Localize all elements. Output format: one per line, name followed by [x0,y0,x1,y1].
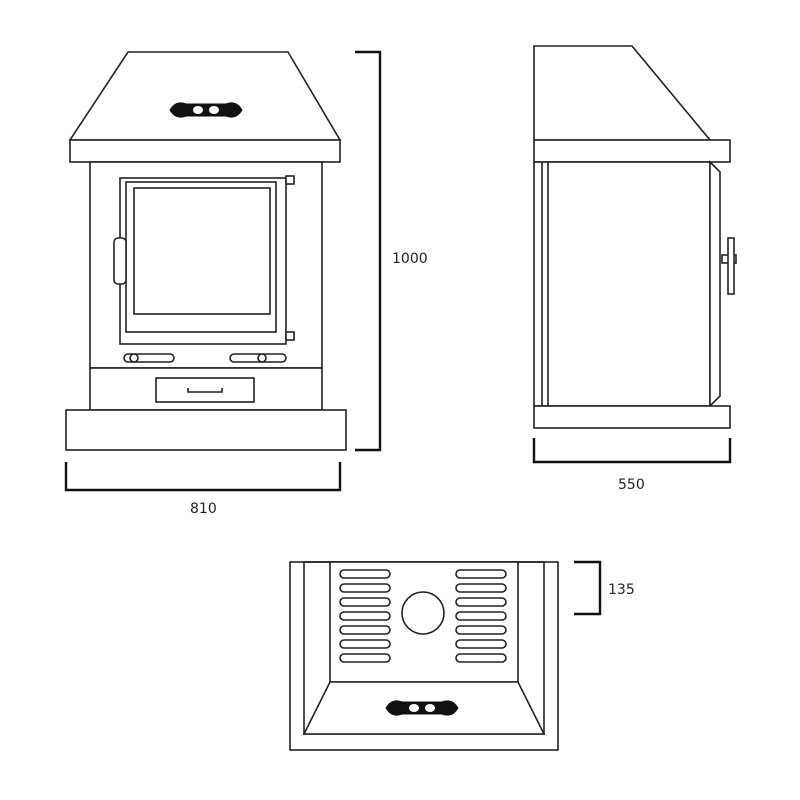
air-control-left [123,353,175,363]
door-hinge-bottom [285,331,295,341]
hood-ornament-icon [169,102,243,118]
door-handle [113,237,127,285]
flue-outlet [401,591,445,635]
top-hood-ornament-icon [385,700,459,716]
front-plinth [65,409,347,451]
side-handle-grip [727,237,735,295]
front-view: 1000 810 [64,50,428,517]
width-dimension-bracket [64,462,342,492]
vent-slots-left [339,569,391,663]
side-view: 550 [532,45,737,493]
height-dimension-label: 1000 [392,251,428,267]
ash-drawer-handle [187,388,223,393]
depth-dimension-label: 550 [618,477,645,493]
door-hinge-top [285,175,295,185]
side-cornice [533,139,731,163]
top-view: 135 [289,560,635,751]
depth-dimension-bracket [532,438,732,464]
vent-slots-right [455,569,507,663]
front-cornice [69,139,341,163]
side-body [533,161,711,407]
flue-offset-dimension-label: 135 [608,582,635,598]
air-control-right [229,353,287,363]
front-glass [133,187,271,315]
side-plinth [533,405,731,429]
height-dimension-bracket [355,50,382,452]
width-dimension-label: 810 [190,501,217,517]
flue-offset-dimension-bracket [574,560,602,616]
side-hood [533,45,712,141]
side-door-profile [709,160,721,408]
front-hood [68,51,342,141]
ash-drawer [155,377,255,403]
